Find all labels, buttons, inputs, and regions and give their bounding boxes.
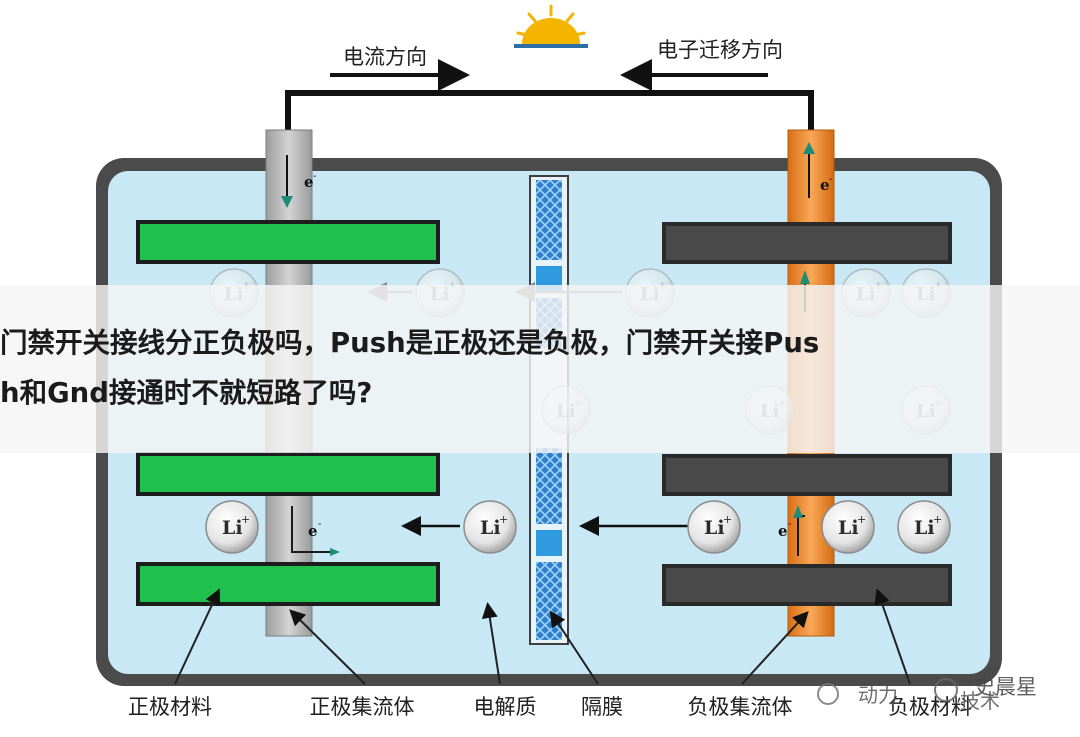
- question-caption: 门禁开关接线分正负极吗，Push是正极还是负极，门禁开关接Pus h和Gnd接通…: [0, 318, 1080, 418]
- electron-label-anode: e: [778, 522, 788, 540]
- electron-charge-anode: -: [788, 519, 791, 530]
- svg-text:Li: Li: [480, 517, 501, 539]
- electron-direction-label: 电子迁移方向: [657, 38, 783, 62]
- anode-material-layers: [662, 222, 952, 606]
- watermark-text-c: 技术: [960, 689, 1000, 713]
- caption-line-1: 门禁开关接线分正负极吗，Push是正极还是负极，门禁开关接Pus: [0, 327, 820, 359]
- svg-text:Li: Li: [838, 517, 859, 539]
- caption-line-2: h和Gnd接通时不就短路了吗?: [0, 377, 373, 409]
- svg-text:+: +: [723, 513, 732, 526]
- label-pointer-lines: [174, 588, 911, 685]
- watermark: 动力 技术 史晨星: [817, 675, 1037, 713]
- svg-text:-: -: [829, 174, 832, 185]
- li-ion: Li +: [897, 500, 951, 554]
- svg-text:Li: Li: [704, 517, 725, 539]
- li-ion: Li +: [821, 500, 875, 554]
- caption-band: [0, 285, 1080, 453]
- svg-text:Li: Li: [222, 517, 243, 539]
- watermark-text-a: 动力: [858, 683, 898, 707]
- label-cathode-collector: 正极集流体: [310, 695, 415, 719]
- li-ion: Li +: [463, 500, 517, 554]
- svg-text:e: e: [304, 173, 314, 191]
- label-separator: 隔膜: [581, 695, 623, 719]
- label-anode-material: 负极材料: [888, 695, 972, 719]
- cathode-material-layers: [136, 220, 440, 606]
- svg-text:+: +: [241, 513, 250, 526]
- sun-icon: [514, 4, 588, 48]
- current-direction-label: 电流方向: [343, 45, 427, 69]
- svg-text:+: +: [857, 513, 866, 526]
- watermark-text-b: 史晨星: [974, 675, 1037, 699]
- label-electrolyte: 电解质: [474, 695, 537, 719]
- label-anode-collector: 负极集流体: [688, 695, 793, 719]
- svg-text:-: -: [313, 171, 316, 182]
- li-ion: Li +: [687, 500, 741, 554]
- anode-electron-indicator: e -: [803, 142, 832, 198]
- electron-label-cathode: e: [308, 522, 318, 540]
- electron-charge-cathode: -: [318, 519, 321, 530]
- li-ion: Li +: [205, 500, 259, 554]
- external-circuit-wire: [285, 90, 814, 140]
- svg-text:+: +: [933, 513, 942, 526]
- svg-text:Li: Li: [914, 517, 935, 539]
- label-cathode-material: 正极材料: [128, 695, 212, 719]
- svg-text:e: e: [820, 176, 830, 194]
- svg-text:+: +: [499, 513, 508, 526]
- cathode-electron-indicator: e -: [281, 155, 316, 208]
